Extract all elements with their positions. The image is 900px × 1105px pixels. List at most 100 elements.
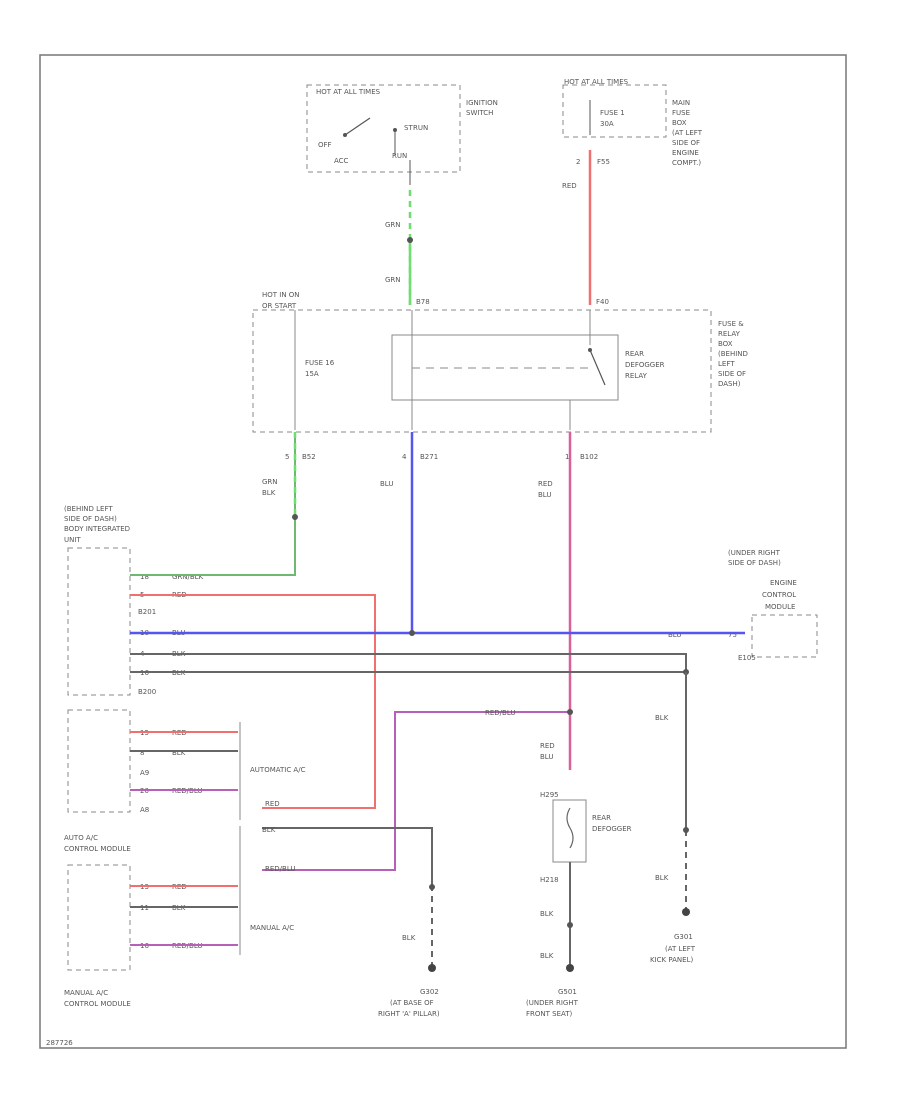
manual-ac-box: [67, 864, 131, 971]
defogger-bot-conn: H218: [540, 876, 559, 884]
fuse-relay-box: HOT IN ON OR START B78 F40 FUSE 16 15A R…: [252, 291, 748, 499]
ignition-name-line2: SWITCH: [466, 109, 493, 117]
ignition-wire-color-2: GRN: [385, 276, 401, 284]
defogger-gnd-color: BLK: [540, 952, 554, 960]
defogger-splice-1: [567, 922, 573, 928]
ecm-box: [751, 614, 818, 658]
auto-ac-box: [67, 709, 131, 813]
wire-bim-blk1: [130, 653, 687, 672]
ignition-acc-label: ACC: [334, 157, 349, 165]
ignition-off-label: OFF: [318, 141, 332, 149]
main-fuse-name-5: SIDE OF: [672, 139, 700, 147]
grounds: G302 (AT BASE OF RIGHT 'A' PILLAR) G501 …: [378, 908, 696, 1018]
auto-ac-name-2: CONTROL MODULE: [64, 845, 131, 853]
g301-splice: [683, 827, 689, 833]
main-fuse-label: FUSE 1: [600, 109, 625, 117]
defogger-grid: [566, 807, 574, 849]
ecm-name-2: SIDE OF DASH): [728, 559, 781, 567]
ignition-switch-pivot: [343, 133, 347, 137]
wire-redblu-bus: [262, 711, 570, 871]
ignition-hot-label: HOT AT ALL TIMES: [316, 88, 381, 96]
ignition-start-label: ST: [404, 124, 413, 132]
bus-red-label: RED: [265, 800, 280, 808]
relay-name-2: DEFOGGER: [625, 361, 665, 369]
rear-defogger: RED BLU H295 REAR DEFOGGER H218 BLK BLK: [540, 742, 632, 965]
out3-conn: B102: [580, 453, 598, 461]
pink-splice: [567, 709, 573, 715]
g501-id: G501: [558, 988, 577, 996]
main-fuse-name-2: FUSE: [672, 109, 690, 117]
bus-redblu-label: RED/BLU: [265, 865, 296, 873]
manual-ac-name-2: CONTROL MODULE: [64, 1000, 131, 1008]
g501-desc-1: (UNDER RIGHT: [526, 999, 579, 1007]
main-fuse-name-7: COMPT.): [672, 159, 701, 167]
defogger-feed-1: RED: [540, 742, 555, 750]
fuse-relay-name-2: RELAY: [718, 330, 741, 338]
g301-color2: BLK: [655, 874, 669, 882]
defogger-feed-2: BLU: [540, 753, 553, 761]
auto-ac-conn2: A8: [140, 806, 149, 814]
ecm-name-3: ENGINE: [770, 579, 797, 587]
fuse-relay-name-5: LEFT: [718, 360, 735, 368]
blue-splice: [409, 630, 415, 636]
g302-ground-symbol: [428, 964, 436, 972]
main-fuse-name-6: ENGINE: [672, 149, 699, 157]
bim-box: [67, 547, 131, 696]
fuse-relay-conn-right: F40: [596, 298, 609, 306]
defogger-top-conn: H295: [540, 791, 559, 799]
bim-name-2: SIDE OF DASH): [64, 515, 117, 523]
out2-pin: 4: [402, 453, 407, 461]
defogger-name-2: DEFOGGER: [592, 825, 632, 833]
footer-id: 287726: [46, 1039, 73, 1047]
g302-desc-2: RIGHT 'A' PILLAR): [378, 1010, 440, 1018]
fuse-relay-name-4: (BEHIND: [718, 350, 748, 358]
out1-pin: 5: [285, 453, 289, 461]
fuse-relay-hot-label: HOT IN ON: [262, 291, 300, 299]
bim-conn2: B200: [138, 688, 156, 696]
ignition-name-line1: IGNITION: [466, 99, 498, 107]
g301-desc-2: KICK PANEL): [650, 956, 693, 964]
relay-name-3: RELAY: [625, 372, 648, 380]
engine-control-module: (UNDER RIGHT SIDE OF DASH) ENGINE CONTRO…: [668, 549, 818, 662]
fuse16-label: FUSE 16: [305, 359, 335, 367]
main-fuse-box: HOT AT ALL TIMES FUSE 1 30A MAIN FUSE BO…: [562, 78, 703, 190]
manual-ac-label: MANUAL A/C: [250, 924, 294, 932]
rear-defogger-relay-box: [391, 334, 619, 401]
auto-ac-label: AUTOMATIC A/C: [250, 766, 306, 774]
out1-color2: BLK: [262, 489, 276, 497]
wire-out1-grnblk: [130, 432, 296, 576]
ignition-splice: [407, 237, 413, 243]
bim-name-3: BODY INTEGRATED: [64, 525, 130, 533]
g501-ground-symbol: [566, 964, 574, 972]
redblu-bus-label: RED/BLU: [485, 709, 516, 717]
out2-color: BLU: [380, 480, 393, 488]
fuse-relay-box-outline: [252, 309, 712, 433]
wire-blk-bus: [262, 827, 433, 885]
fuse-relay-name-1: FUSE &: [718, 320, 744, 328]
ignition-run-pos-label: RUN: [392, 152, 407, 160]
manual-ac-control-module: 13 RED 11 BLK 16 RED/BLU MANUAL A/C CONT…: [64, 826, 294, 1008]
bim-conn1: B201: [138, 608, 156, 616]
g501-desc-2: FRONT SEAT): [526, 1010, 573, 1018]
fuse-relay-hot-label-2: OR START: [262, 302, 297, 310]
g301-id: G301: [674, 933, 693, 941]
auto-ac-w2-color: BLK: [172, 749, 186, 757]
manual-ac-name-1: MANUAL A/C: [64, 989, 108, 997]
bus-blk-label: BLK: [262, 826, 276, 834]
bim-w1-color: GRN/BLK: [172, 573, 204, 581]
fuse-relay-name-3: BOX: [718, 340, 733, 348]
relay-contact-arm: [589, 349, 606, 386]
ecm-name-4: CONTROL: [762, 591, 796, 599]
g301-ground-symbol: [682, 908, 690, 916]
g302-desc-1: (AT BASE OF: [390, 999, 434, 1007]
out3-pin: 1: [565, 453, 569, 461]
out3-color1: RED: [538, 480, 553, 488]
main-fuse-wire-color: RED: [562, 182, 577, 190]
g301-desc-1: (AT LEFT: [665, 945, 696, 953]
main-fuse-pin: 2: [576, 158, 580, 166]
fuse-relay-name-7: DASH): [718, 380, 741, 388]
main-fuse-name-4: (AT LEFT: [672, 129, 703, 137]
main-fuse-name-1: MAIN: [672, 99, 690, 107]
main-fuse-hot-label: HOT AT ALL TIMES: [564, 78, 629, 86]
